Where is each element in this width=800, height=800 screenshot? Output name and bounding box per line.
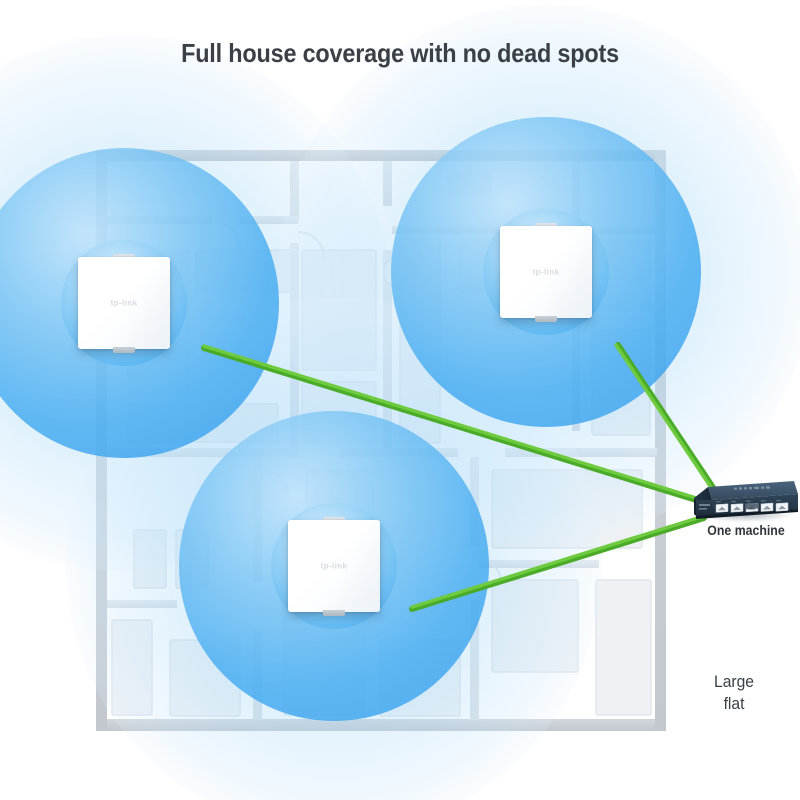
access-point-living[interactable]: tp-link <box>78 254 170 353</box>
ap-mount-tab-bottom <box>323 610 345 616</box>
ap-mount-tab-top <box>113 254 135 259</box>
switch-label: One machine <box>707 522 785 538</box>
ap-mount-tab-top <box>323 517 345 522</box>
ap-mount-tab-bottom <box>535 316 557 322</box>
ap-mount-tab-top <box>535 223 557 228</box>
ap-body: tp-link <box>500 226 592 318</box>
network-switch[interactable]: One machine <box>694 478 798 538</box>
access-point-bedroom[interactable]: tp-link <box>500 223 592 322</box>
tp-link-logo: tp-link <box>320 561 348 571</box>
link-switch-to-ap-3 <box>409 514 707 612</box>
ap-mount-tab-bottom <box>113 347 135 353</box>
flat-caption-line-2: flat <box>723 694 745 713</box>
ap-body: tp-link <box>78 257 170 349</box>
flat-caption-line-1: Large <box>713 672 754 691</box>
access-point-kitchen[interactable]: tp-link <box>288 517 380 616</box>
switch-leds <box>716 499 781 503</box>
page-title: Full house coverage with no dead spots <box>181 38 619 68</box>
flat-size-caption: Large flat <box>690 671 778 715</box>
tp-link-logo: tp-link <box>110 298 138 308</box>
link-switch-to-ap-1 <box>201 344 709 506</box>
ap-body: tp-link <box>288 520 380 612</box>
tp-link-logo: tp-link <box>532 267 560 277</box>
link-switch-to-ap-2 <box>614 342 719 495</box>
switch-front-label <box>699 504 710 510</box>
switch-brand <box>734 486 770 490</box>
switch-ports <box>715 502 789 513</box>
switch-graphic <box>694 481 798 519</box>
